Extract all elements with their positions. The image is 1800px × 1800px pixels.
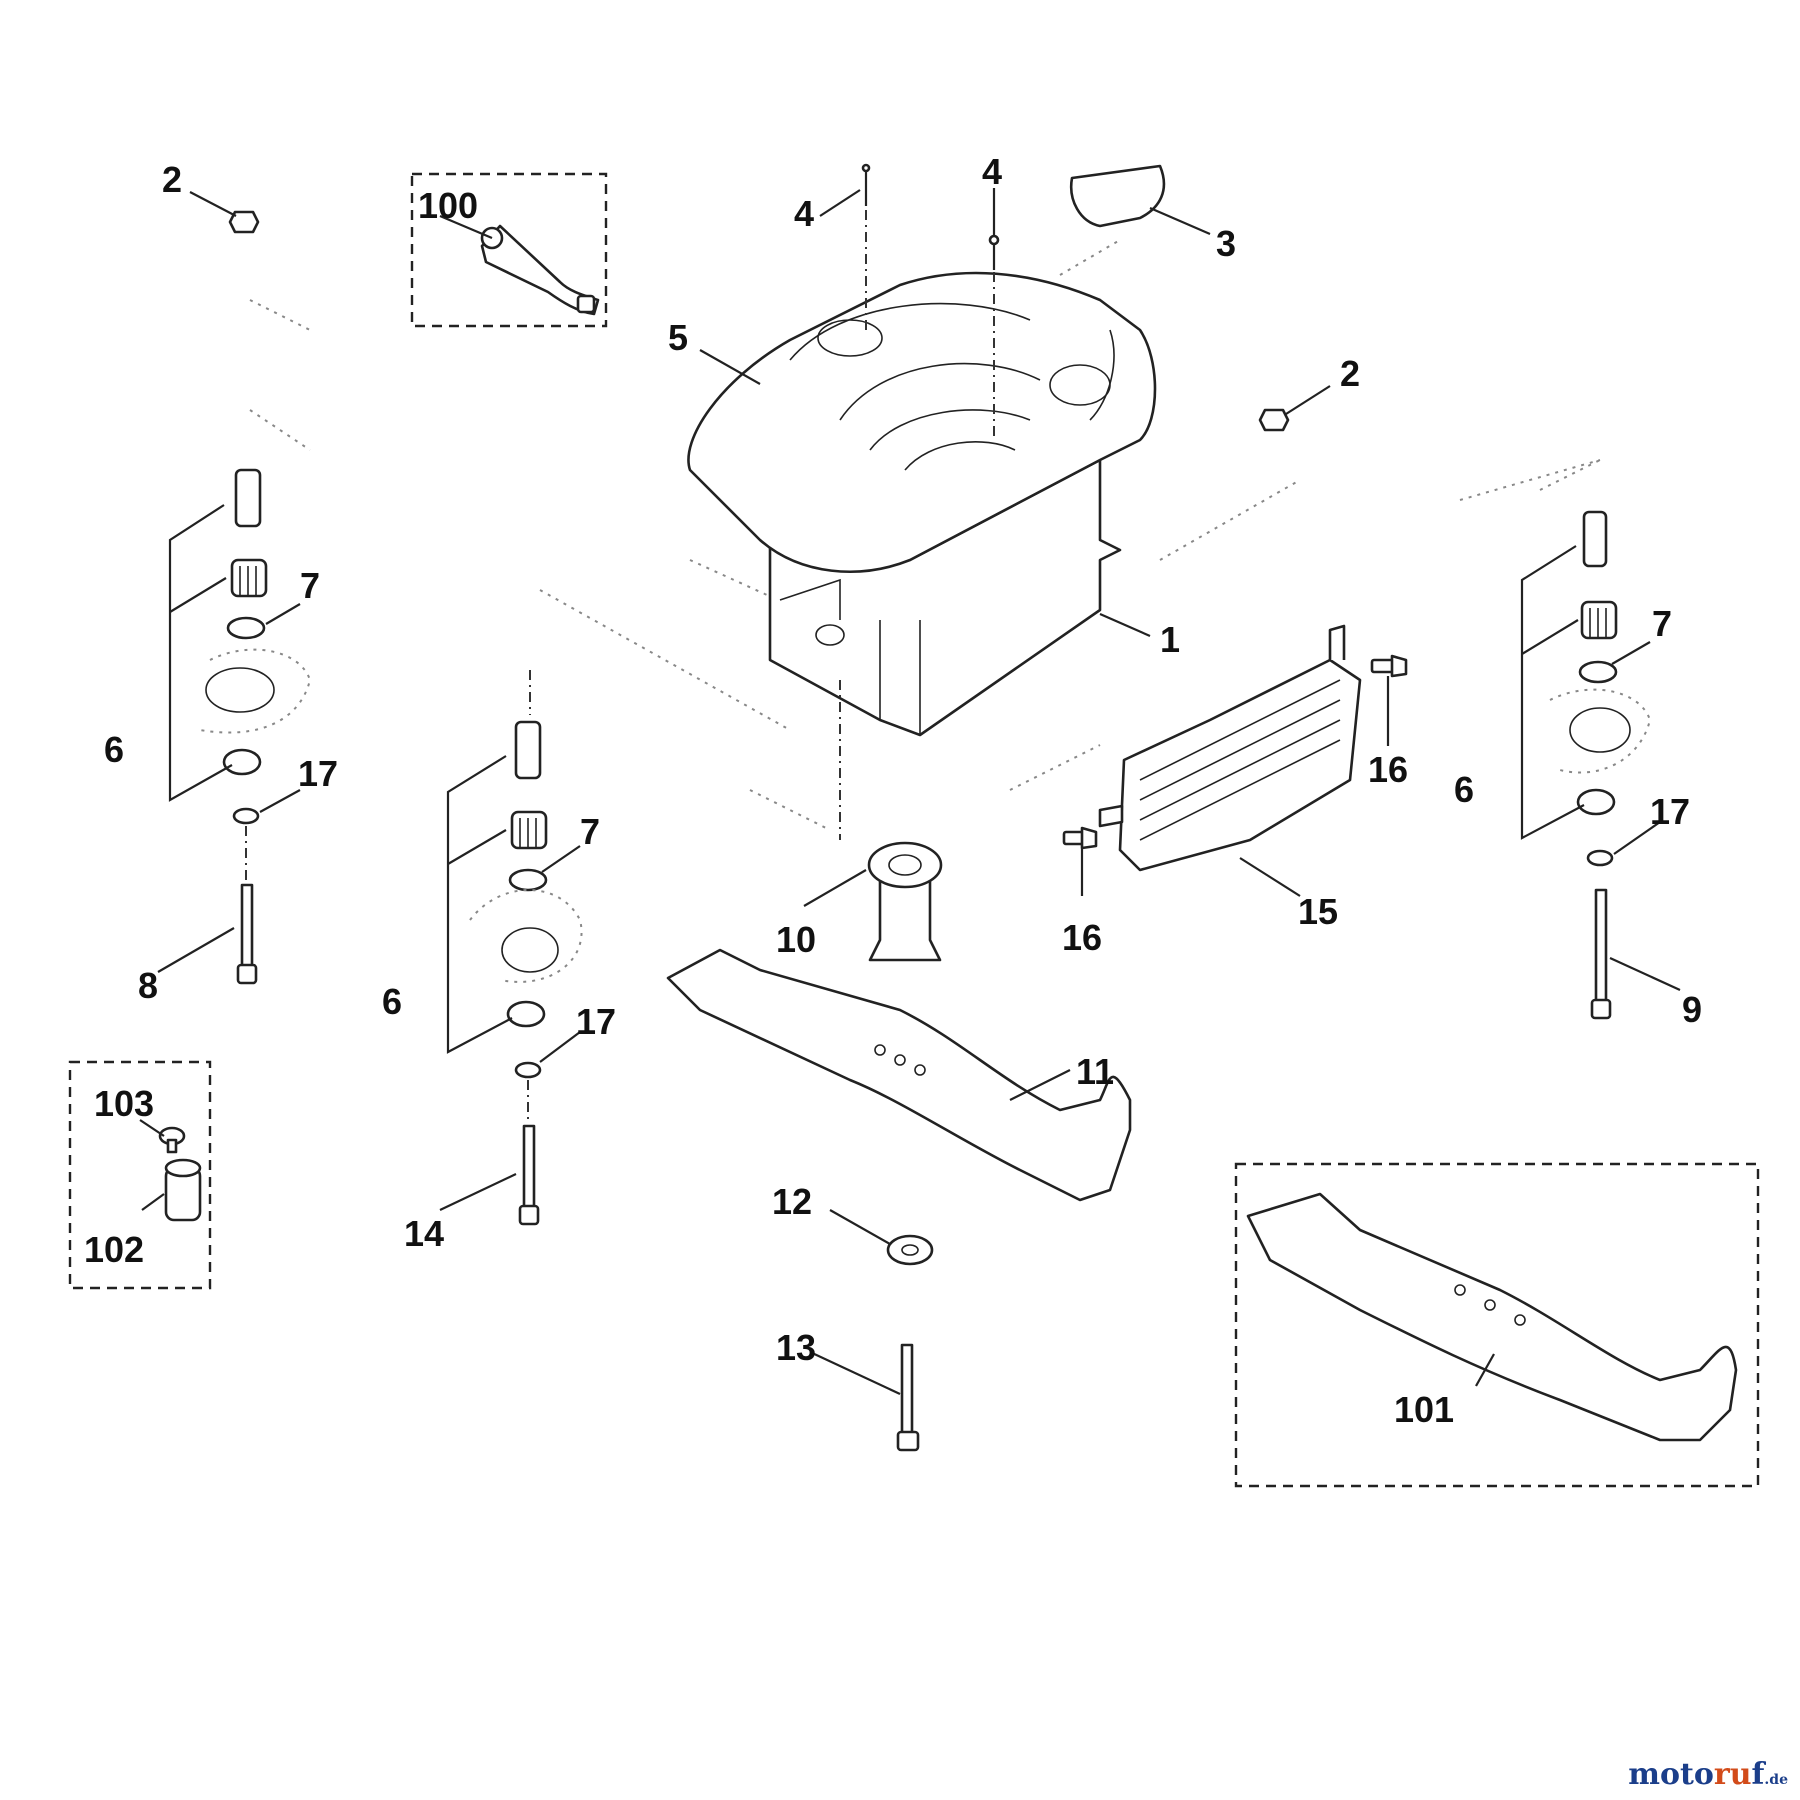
callout-6-right: 6 [1454,769,1474,810]
callout-9: 9 [1682,989,1702,1030]
callout-6-left: 6 [104,729,124,770]
nut-2-right [1258,408,1290,432]
callout-16-right: 16 [1368,749,1408,790]
weight-102 [164,1158,202,1222]
blade-11-holes [874,1044,926,1076]
cap-plate-3 [1069,164,1166,228]
callout-2-left: 2 [162,159,182,200]
callout-102: 102 [84,1229,144,1270]
screw-4-left [861,163,871,330]
screw-16-top [1370,654,1408,678]
callout-7-left: 7 [300,565,320,606]
callout-17-middle: 17 [576,1001,616,1042]
callout-100: 100 [418,185,478,226]
callout-4-left: 4 [794,193,814,234]
group-box-101 [1234,1162,1760,1488]
callout-12: 12 [772,1181,812,1222]
blade-adapter-10 [839,680,943,962]
bearing-stack-middle [446,670,583,1226]
washer-12 [886,1234,934,1266]
callout-2-right: 2 [1340,353,1360,394]
callout-17-left: 17 [298,753,338,794]
screw-4-right [988,200,1000,440]
callout-1: 1 [1160,619,1180,660]
callout-10: 10 [776,919,816,960]
blade-101 [1246,1192,1738,1442]
callout-101: 101 [1394,1389,1454,1430]
callout-15: 15 [1298,891,1338,932]
guard-15 [1098,624,1362,872]
nut-2-left [228,210,260,234]
blade-11 [666,948,1132,1202]
callout-17-right: 17 [1650,791,1690,832]
callout-11: 11 [1076,1051,1114,1092]
group-box-100 [410,172,608,328]
callout-7-right: 7 [1652,603,1672,644]
engine-shroud-5 [687,271,1157,737]
group-box-102-103 [68,1060,212,1290]
bearing-stack-right [1520,510,1652,1020]
spark-plug-cap-100 [480,224,600,316]
screw-16-bottom [1062,826,1098,850]
callout-labels: 2 100 4 4 3 5 2 1 7 7 7 6 6 6 17 17 17 8… [84,151,1702,1430]
screw-103 [158,1126,186,1154]
blade-101-holes [1454,1284,1526,1326]
callout-16-bottom: 16 [1062,917,1102,958]
bearing-stack-left [168,468,312,985]
callout-7-middle: 7 [580,811,600,852]
watermark-logo: motoruf.de [1628,1757,1788,1792]
callout-13: 13 [776,1327,816,1368]
leader-lines [139,188,1681,1395]
callout-6-middle: 6 [382,981,402,1022]
callout-5: 5 [668,317,688,358]
bolt-13 [896,1343,920,1452]
callout-3: 3 [1216,223,1236,264]
callout-4-right: 4 [982,151,1002,192]
callout-14: 14 [404,1213,444,1254]
callout-8: 8 [138,965,158,1006]
callout-103: 103 [94,1083,154,1124]
